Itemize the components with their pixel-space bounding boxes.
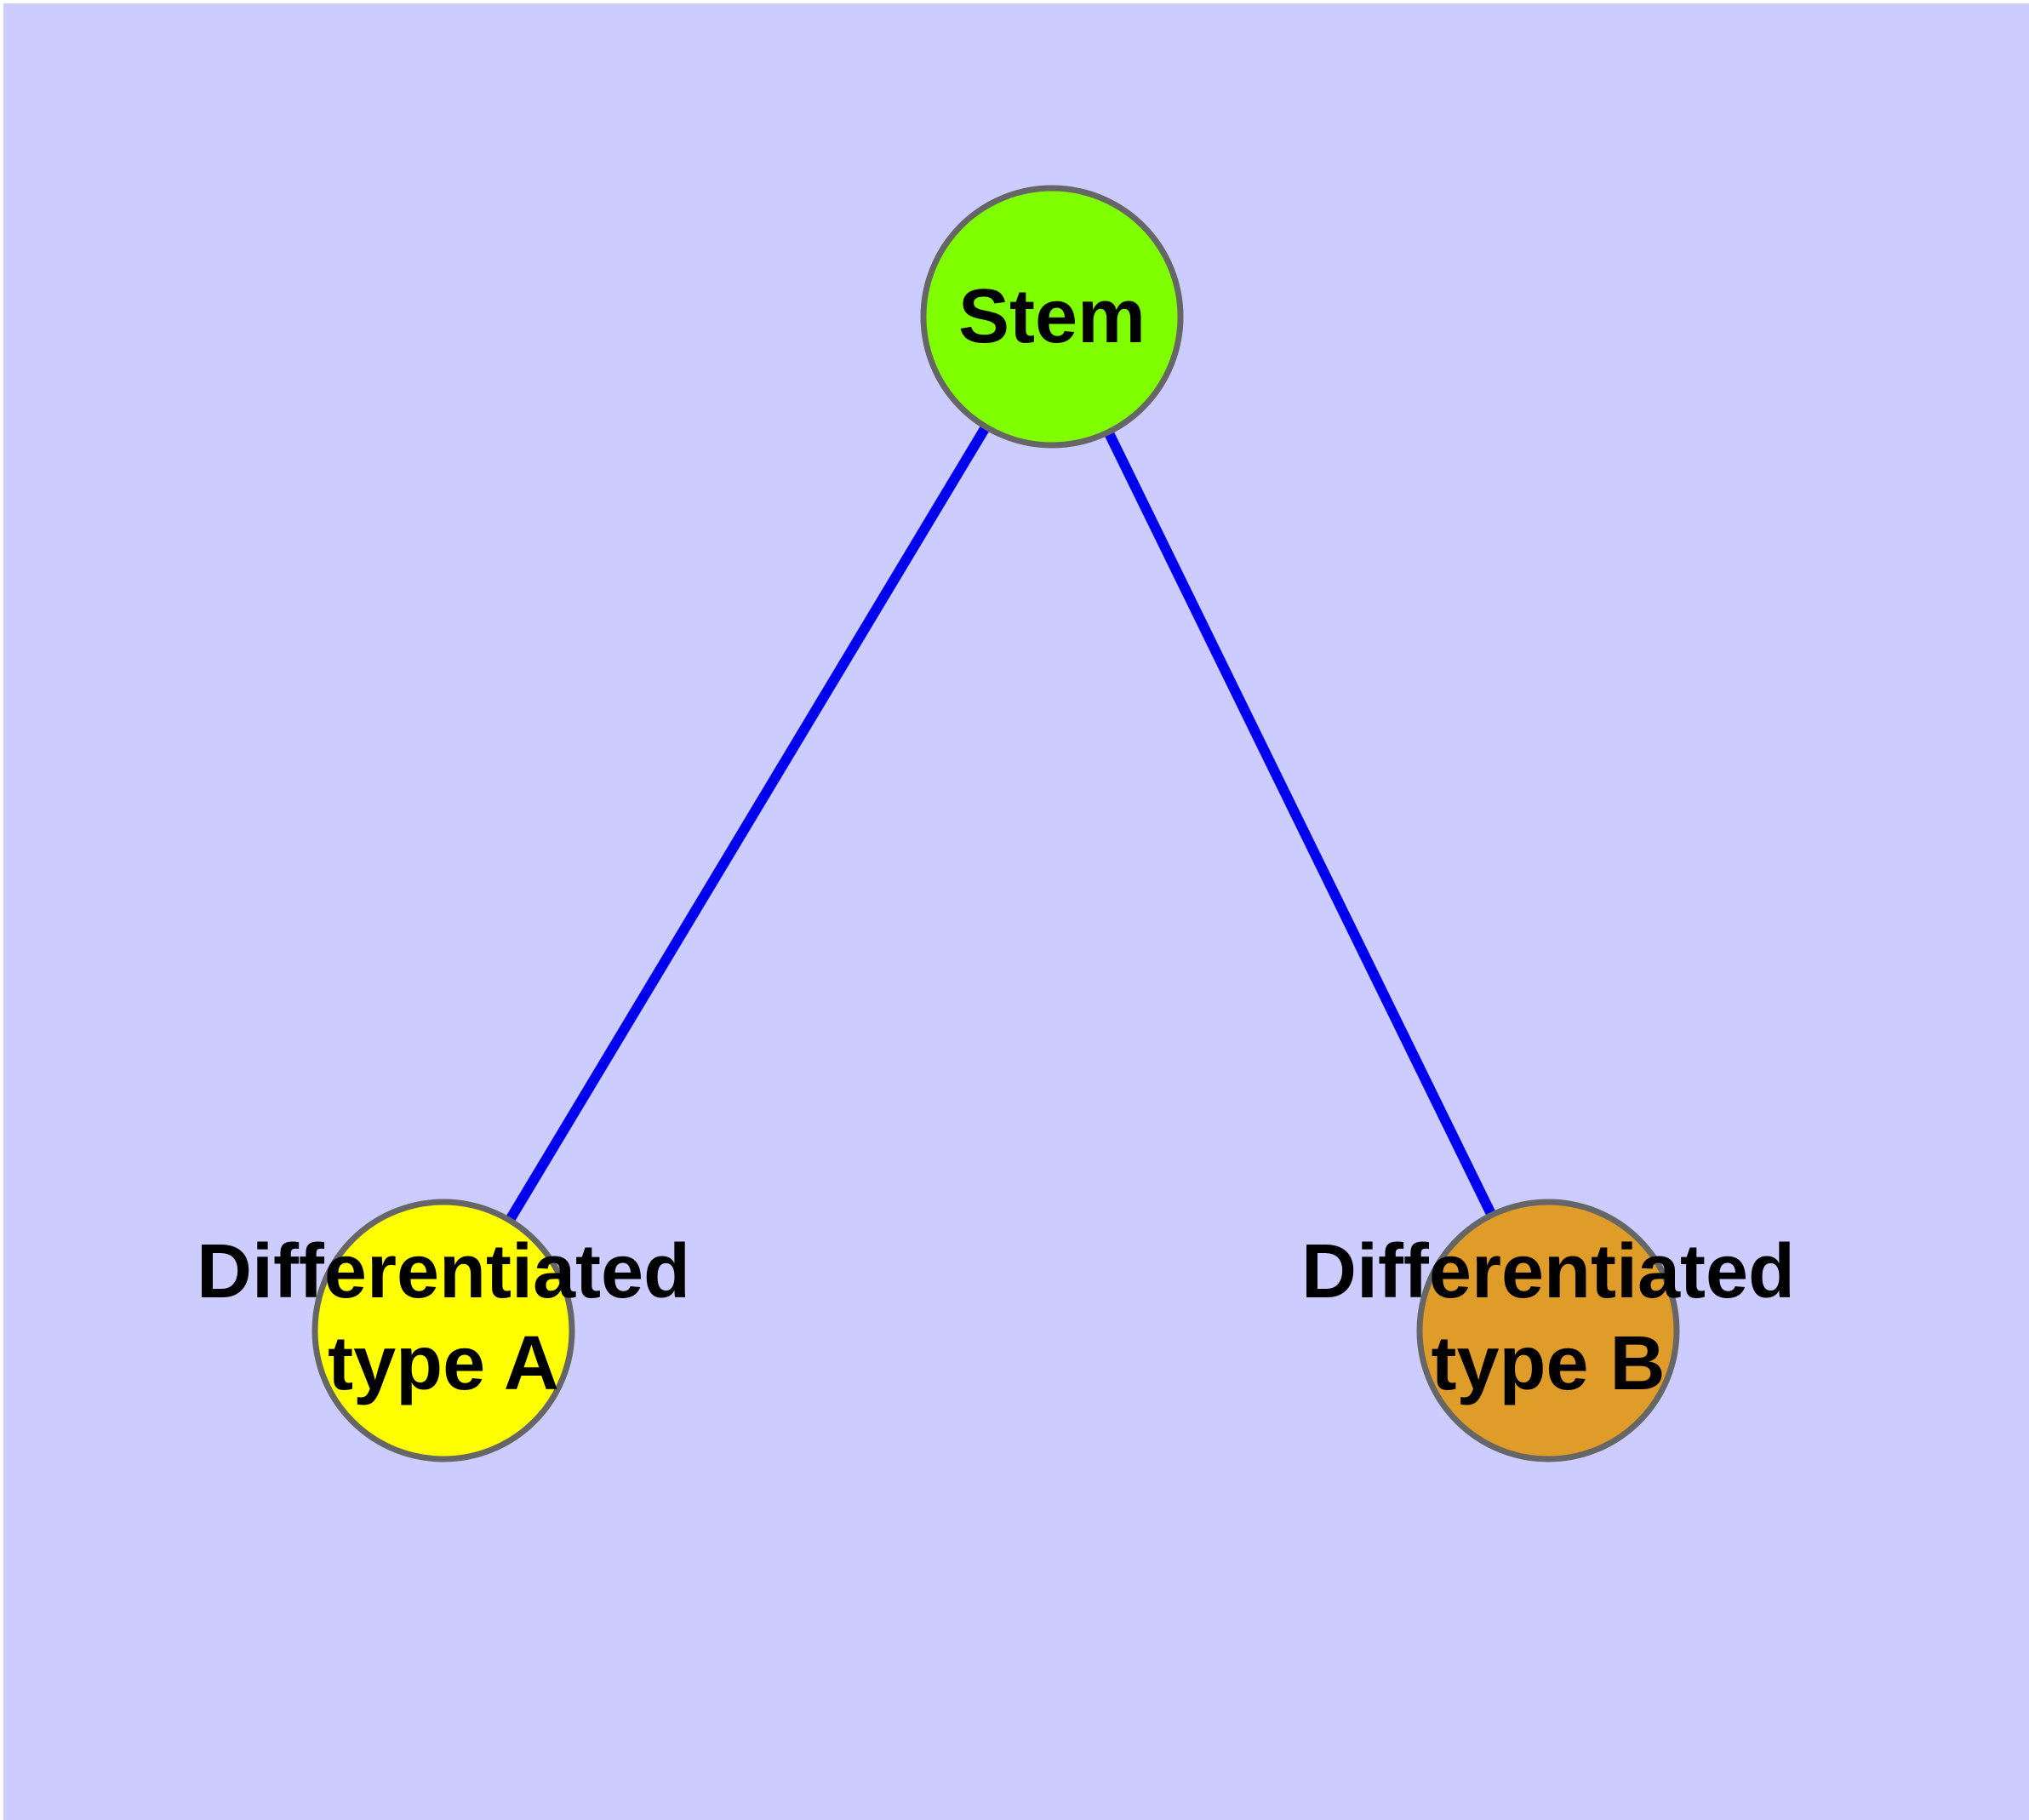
- node-layer: Stem Differentiated type A Differentiate…: [197, 185, 1795, 1462]
- node-stem-circle[interactable]: [920, 185, 1184, 449]
- node-differentiated-type-b-circle[interactable]: [1416, 1199, 1680, 1462]
- node-differentiated-type-b-label-line1: Differentiated: [1301, 1229, 1795, 1314]
- node-stem[interactable]: Stem: [920, 185, 1184, 449]
- node-differentiated-type-a[interactable]: Differentiated type A: [197, 1199, 690, 1462]
- node-differentiated-type-a-label-line1: Differentiated: [197, 1229, 690, 1314]
- node-differentiated-type-a-label-line2: type A: [328, 1321, 559, 1406]
- edge-layer: [438, 313, 1553, 1334]
- node-stem-label: Stem: [958, 274, 1146, 359]
- edge-stem-to-differentiated-type-b[interactable]: [1047, 314, 1553, 1333]
- edge-stem-to-differentiated-type-a[interactable]: [438, 313, 1057, 1334]
- node-differentiated-type-a-circle[interactable]: [311, 1199, 575, 1462]
- node-differentiated-type-b-label-line2: type B: [1431, 1321, 1665, 1406]
- node-differentiated-type-b[interactable]: Differentiated type B: [1301, 1199, 1795, 1462]
